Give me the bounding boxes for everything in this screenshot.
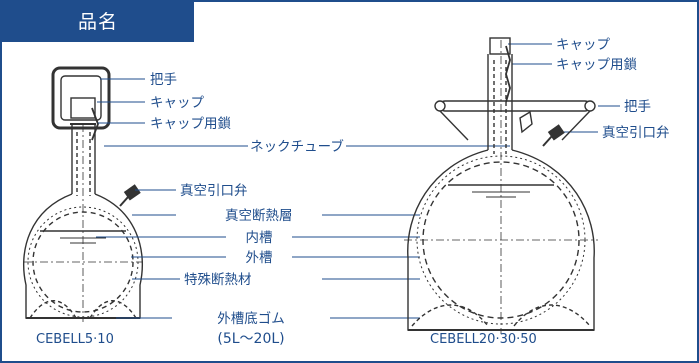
- small-vessel-leaders: [96, 78, 248, 319]
- model-small: CEBELL5·10: [36, 332, 114, 347]
- large-vessel-handle: [439, 100, 591, 112]
- label-large-cap: キャップ: [556, 37, 610, 53]
- small-vessel-bottom-rubber: [29, 300, 137, 319]
- small-vessel-handle: [51, 66, 111, 130]
- label-small-cap-chain: キャップ用鎖: [150, 116, 231, 132]
- large-vessel: [404, 37, 598, 334]
- label-vacuum-insulation: 真空断熱層: [225, 208, 293, 224]
- label-vacuum-port: 真空引口弁: [180, 183, 248, 199]
- label-outer-bottom-rubber: 外槽底ゴム: [217, 310, 285, 327]
- label-special-insulation: 特殊断熱材: [184, 272, 252, 288]
- label-small-handle: 把手: [150, 72, 177, 88]
- label-large-cap-chain: キャップ用鎖: [556, 57, 637, 73]
- large-vessel-leaders: [292, 43, 620, 319]
- label-bottom-rubber-note: (5L～20L): [217, 331, 284, 347]
- header-title: 品名: [2, 2, 194, 42]
- large-vessel-bottom-rubber: [411, 304, 591, 327]
- small-vessel-handle-inner: [60, 75, 102, 121]
- label-inner-tank: 内槽: [246, 230, 273, 246]
- small-vessel-vacuum-port: [123, 184, 141, 201]
- label-small-cap: キャップ: [150, 95, 204, 111]
- large-vessel-cap: [489, 37, 511, 55]
- label-outer-tank: 外槽: [246, 250, 273, 266]
- small-vessel: [23, 66, 143, 322]
- label-large-handle: 把手: [624, 99, 651, 115]
- label-large-vacuum-port: 真空引口弁: [602, 125, 670, 141]
- small-vessel-cap-chain: [91, 107, 99, 141]
- small-vessel-cap: [70, 97, 96, 119]
- model-large: CEBELL20·30·50: [430, 332, 537, 347]
- label-neck-tube: ネックチューブ: [250, 138, 344, 155]
